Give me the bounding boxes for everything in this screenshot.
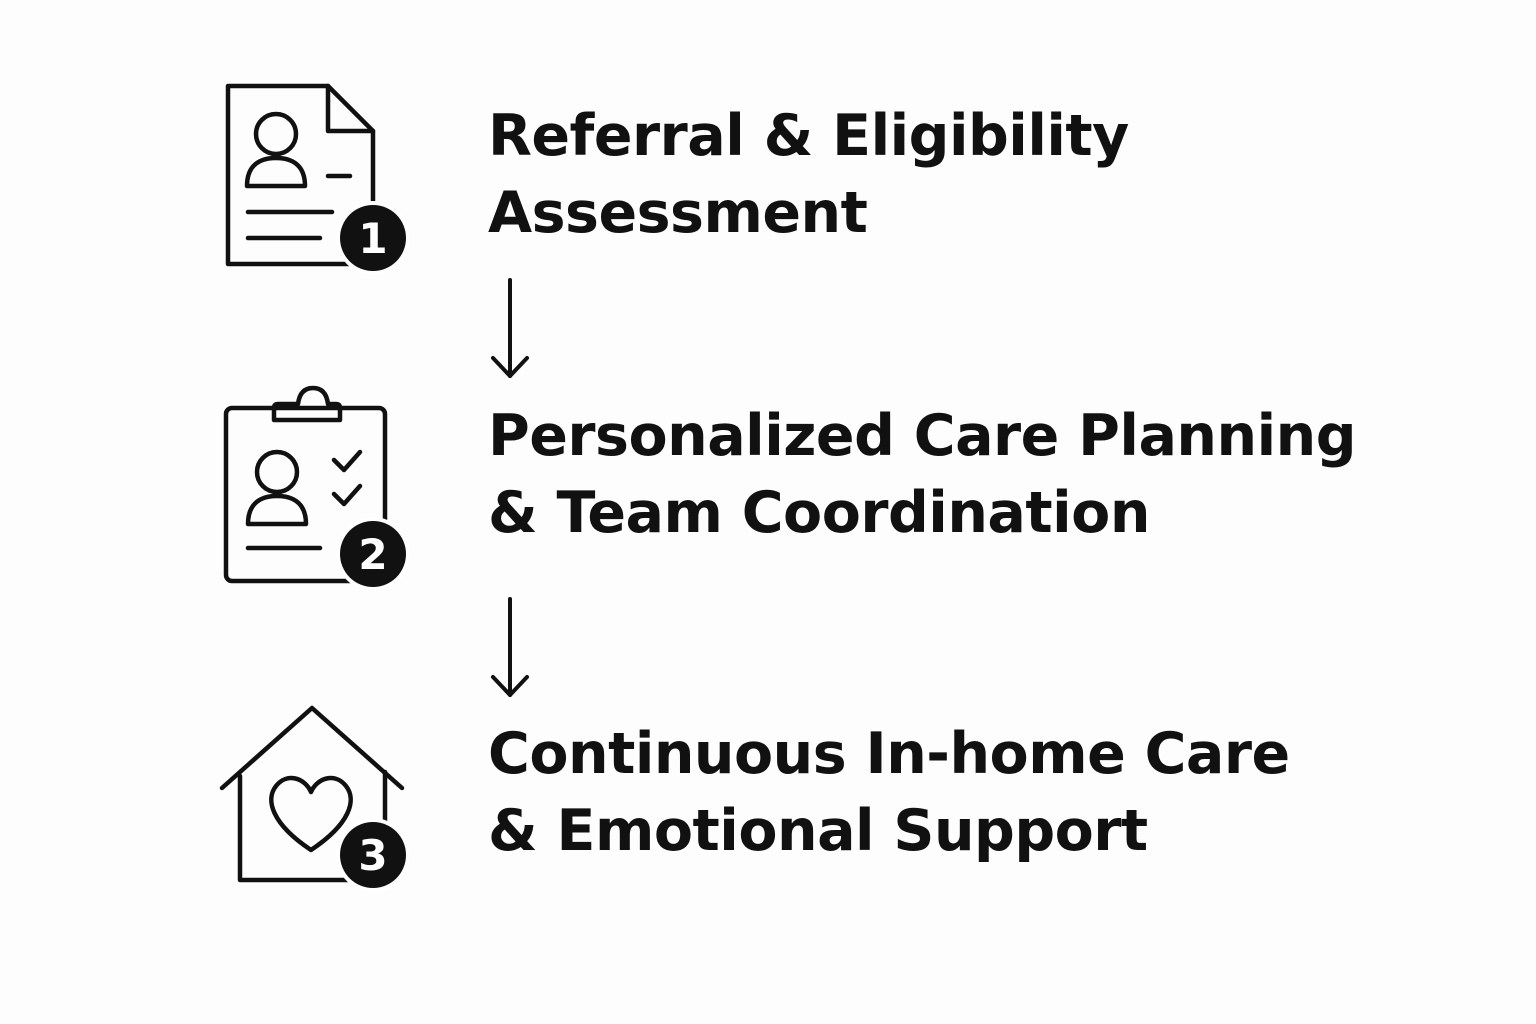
step-number-badge: 1 — [358, 214, 387, 263]
house-heart-icon: 3 — [210, 700, 420, 910]
step-1-title-line1: Referral & Eligibility — [488, 103, 1129, 169]
profile-document-icon: 1 — [210, 78, 420, 288]
step-3-title-line2: & Emotional Support — [488, 798, 1148, 864]
step-1-title: Referral & Eligibility Assessment — [488, 98, 1129, 252]
step-number-badge: 3 — [358, 831, 387, 880]
down-arrow-icon — [490, 278, 530, 383]
step-2-title-line1: Personalized Care Planning — [488, 403, 1357, 469]
step-2-title: Personalized Care Planning & Team Coordi… — [488, 398, 1357, 552]
down-arrow-icon — [490, 597, 530, 702]
step-3-title: Continuous In-home Care & Emotional Supp… — [488, 716, 1290, 870]
step-1-title-line2: Assessment — [488, 180, 868, 246]
clipboard-checklist-icon: 2 — [210, 382, 420, 592]
step-2-title-line2: & Team Coordination — [488, 480, 1150, 546]
step-3-title-line1: Continuous In-home Care — [488, 721, 1290, 787]
step-number-badge: 2 — [358, 530, 387, 579]
